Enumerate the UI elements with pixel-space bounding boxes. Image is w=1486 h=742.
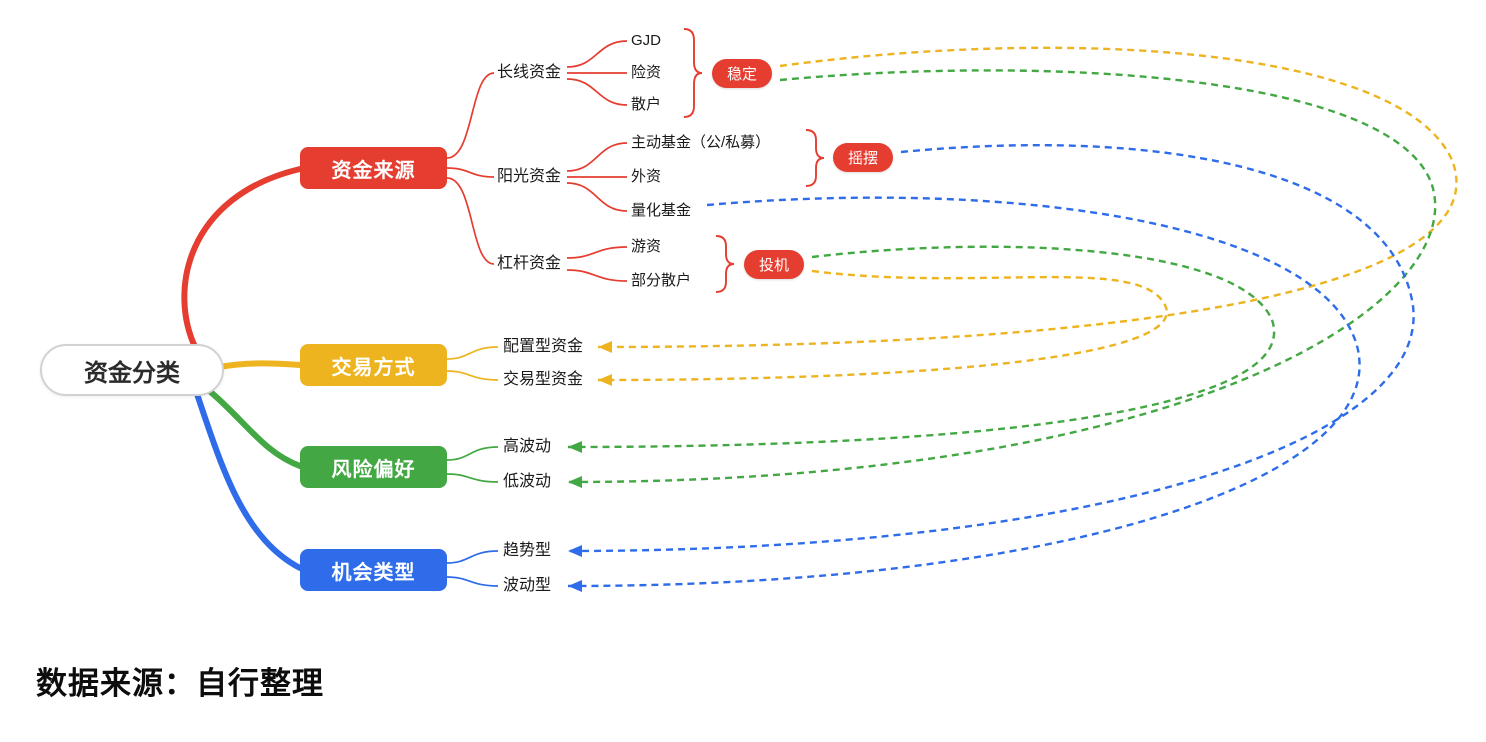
leaf-sunshine-capital: 阳光资金 <box>497 168 562 185</box>
opportunity-connectors <box>446 550 499 587</box>
badge-stable: 稳定 <box>712 59 773 88</box>
leaf-low-volatility: 低波动 <box>503 473 552 490</box>
branch-line-source <box>181 166 303 352</box>
branch-box-source: 资金来源 <box>300 147 447 189</box>
main-branch-lines <box>181 166 303 571</box>
leaf-allocation-capital: 配置型资金 <box>503 338 584 355</box>
data-source-caption: 数据来源：自行整理 <box>36 666 324 701</box>
link-stable-to-allocation <box>597 46 1458 353</box>
leaf-trend-type: 趋势型 <box>503 542 552 559</box>
branch-line-trade <box>216 360 303 370</box>
risk-connectors <box>446 446 499 483</box>
leaf-quant-funds: 量化基金 <box>631 202 692 219</box>
leaf-high-volatility: 高波动 <box>503 438 552 455</box>
link-quant-to-volatility <box>567 196 1361 592</box>
branch-box-opportunity: 机会类型 <box>300 549 447 591</box>
link-speculative-to-highvol <box>567 245 1276 453</box>
trade-connectors <box>446 346 499 381</box>
branch-label-trade: 交易方式 <box>331 356 416 379</box>
root-node: 资金分类 <box>40 344 224 396</box>
source-connectors <box>446 40 628 282</box>
link-speculative-to-trading <box>597 269 1168 386</box>
link-stable-to-lowvol <box>567 69 1437 488</box>
leaf-some-retail: 部分散户 <box>631 272 692 289</box>
relation-links <box>567 46 1458 592</box>
branch-label-risk: 风险偏好 <box>331 458 416 481</box>
leaf-foreign-capital: 外资 <box>631 168 662 185</box>
root-label: 资金分类 <box>84 359 180 387</box>
leaf-active-funds: 主动基金（公/私募） <box>631 134 771 151</box>
badge-swing: 摇摆 <box>833 143 894 172</box>
leaf-volatility-type: 波动型 <box>503 577 552 594</box>
branch-box-trade: 交易方式 <box>300 344 447 386</box>
link-swing-to-trend <box>567 143 1415 557</box>
branch-label-opportunity: 机会类型 <box>331 561 416 584</box>
branch-line-risk <box>204 386 303 469</box>
leaf-longterm-capital: 长线资金 <box>497 64 562 81</box>
branch-line-opportunity <box>193 388 303 571</box>
brace-marks <box>683 28 825 293</box>
branch-box-risk: 风险偏好 <box>300 446 447 488</box>
leaf-insurance-capital: 险资 <box>631 64 662 81</box>
leaf-retail-investors: 散户 <box>631 96 662 113</box>
branch-label-source: 资金来源 <box>331 159 416 182</box>
badge-speculative: 投机 <box>744 250 805 279</box>
leaf-trading-capital: 交易型资金 <box>503 371 584 388</box>
leaf-hot-money: 游资 <box>631 238 662 255</box>
leaf-leveraged-capital: 杠杆资金 <box>497 255 562 272</box>
brace-speculative <box>715 235 735 293</box>
brace-swing <box>805 129 825 187</box>
brace-stable <box>683 28 703 118</box>
leaf-gjd: GJD <box>631 32 661 49</box>
